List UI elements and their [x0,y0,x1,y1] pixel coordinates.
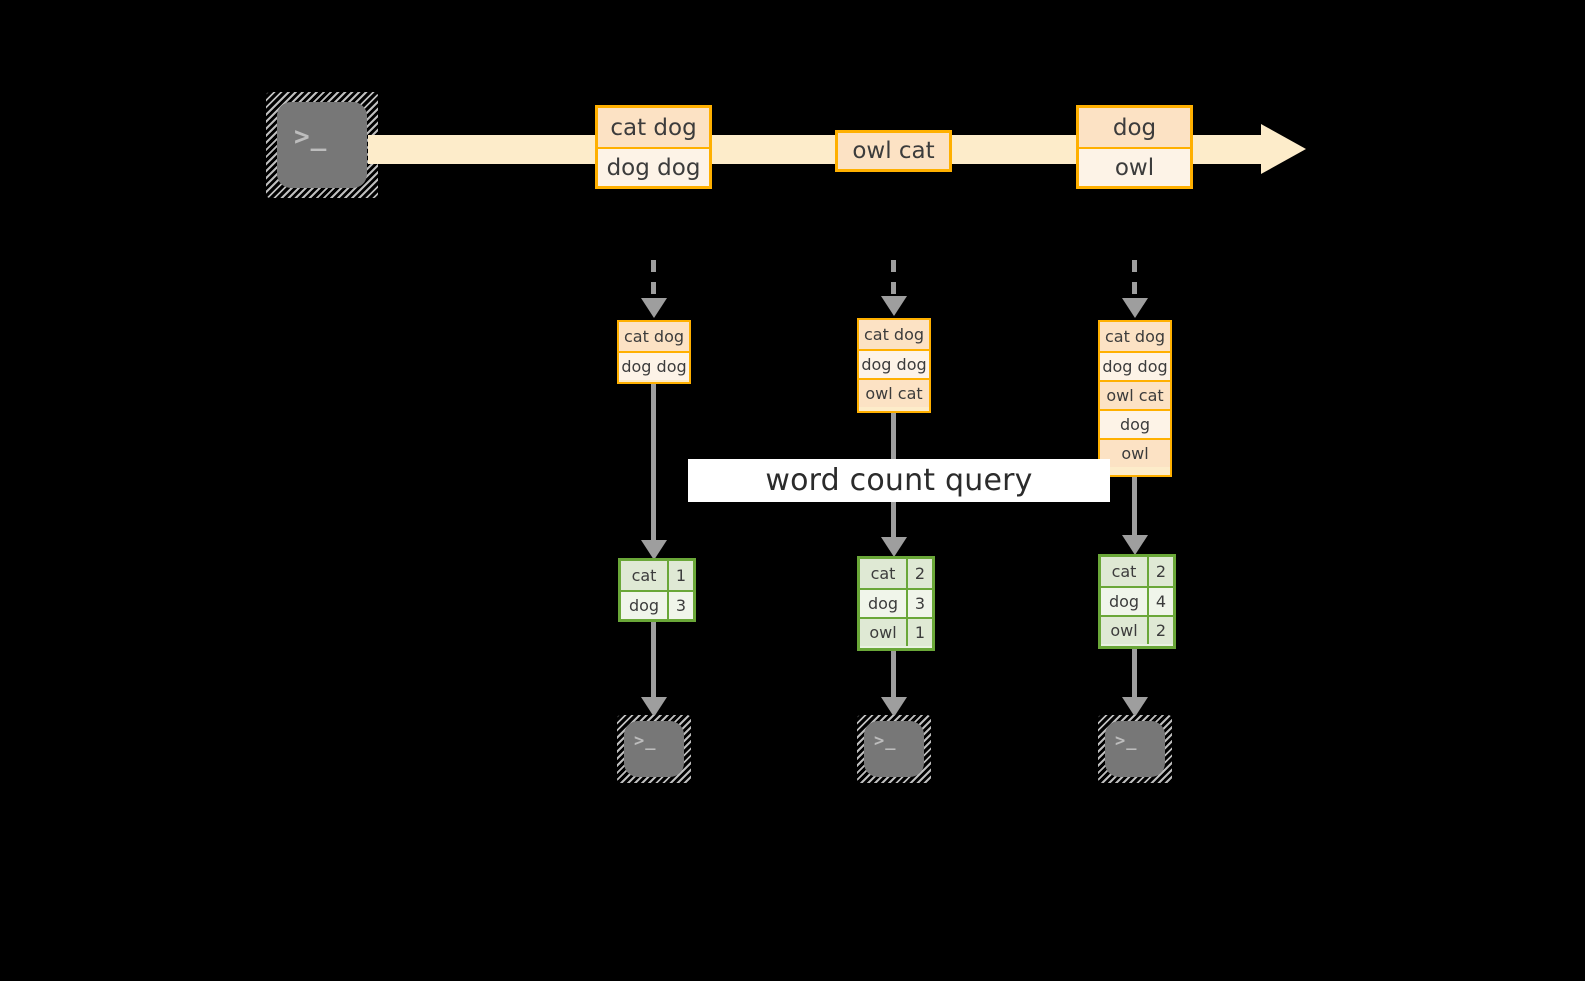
connector-arrowhead-icon [881,537,907,557]
stream-event-box: cat dog dog dog [595,105,712,189]
result-word: cat [621,561,667,590]
arrow-right-icon [1261,124,1306,174]
input-row: owl cat [859,378,929,407]
connector-arrowhead-icon [1122,298,1148,318]
result-table: cat 2 dog 3 owl 1 [857,556,935,651]
result-row: owl 2 [1101,615,1173,644]
result-word: owl [860,619,906,646]
input-table: cat dog dog dog [617,320,691,384]
query-label: word count query [688,459,1110,502]
result-count: 2 [906,559,932,588]
result-count: 2 [1147,557,1173,586]
terminal-face [1105,721,1165,777]
connector-arrowhead-icon [1122,697,1148,717]
terminal-prompt-glyph: >_ [874,731,897,751]
terminal-prompt-glyph: >_ [294,122,328,152]
connector-arrowhead-icon [881,296,907,316]
result-row: cat 1 [621,561,693,590]
result-word: owl [1101,617,1147,644]
terminal-prompt-glyph: >_ [634,731,657,751]
stream-event-line: owl cat [838,133,949,169]
terminal-face [277,102,367,188]
connector-arrowhead-icon [641,540,667,560]
result-row: cat 2 [860,559,932,588]
stream-event-box: owl cat [835,130,952,172]
stream-event-line: owl [1079,147,1190,186]
terminal-prompt-glyph: >_ [1115,731,1138,751]
sink-terminal-icon: >_ [617,715,691,783]
stream-to-input-connector [891,260,896,296]
result-row: dog 3 [860,588,932,617]
input-row: cat dog [1100,322,1170,351]
input-row: owl [1100,438,1170,467]
stream-to-input-connector [1132,260,1137,298]
stream-event-line: dog dog [598,147,709,186]
input-row: cat dog [859,320,929,349]
connector-arrowhead-icon [881,697,907,717]
input-row: dog dog [619,351,689,380]
stream-event-line: dog [1079,108,1190,147]
sink-terminal-icon: >_ [857,715,931,783]
result-to-sink-connector [891,651,896,697]
result-to-sink-connector [651,622,656,697]
input-row: dog dog [859,349,929,378]
result-word: cat [860,559,906,588]
result-count: 4 [1147,588,1173,615]
result-count: 3 [906,590,932,617]
result-row: dog 3 [621,590,693,619]
result-word: dog [1101,588,1147,615]
terminal-face [864,721,924,777]
result-row: cat 2 [1101,557,1173,586]
result-count: 1 [906,619,932,646]
result-row: dog 4 [1101,586,1173,615]
result-word: dog [621,592,667,619]
query-label-text: word count query [765,463,1033,498]
result-count: 3 [667,592,693,619]
input-table: cat dog dog dog owl cat dog owl [1098,320,1172,477]
stream-to-input-connector [651,260,656,298]
input-to-result-connector [1132,477,1137,535]
terminal-face [624,721,684,777]
result-to-sink-connector [1132,649,1137,697]
connector-arrowhead-icon [641,298,667,318]
stream-event-box: dog owl [1076,105,1193,189]
connector-arrowhead-icon [641,697,667,717]
result-row: owl 1 [860,617,932,646]
result-word: cat [1101,557,1147,586]
result-count: 1 [667,561,693,590]
input-row: owl cat [1100,380,1170,409]
stream-event-line: cat dog [598,108,709,147]
sink-terminal-icon: >_ [1098,715,1172,783]
connector-arrowhead-icon [1122,535,1148,555]
input-row: dog [1100,409,1170,438]
result-count: 2 [1147,617,1173,644]
input-to-result-connector [651,384,656,540]
source-terminal-icon: >_ [266,92,378,198]
input-row: cat dog [619,322,689,351]
input-table: cat dog dog dog owl cat [857,318,931,413]
result-table: cat 1 dog 3 [618,558,696,622]
result-word: dog [860,590,906,617]
input-row: dog dog [1100,351,1170,380]
result-table: cat 2 dog 4 owl 2 [1098,554,1176,649]
